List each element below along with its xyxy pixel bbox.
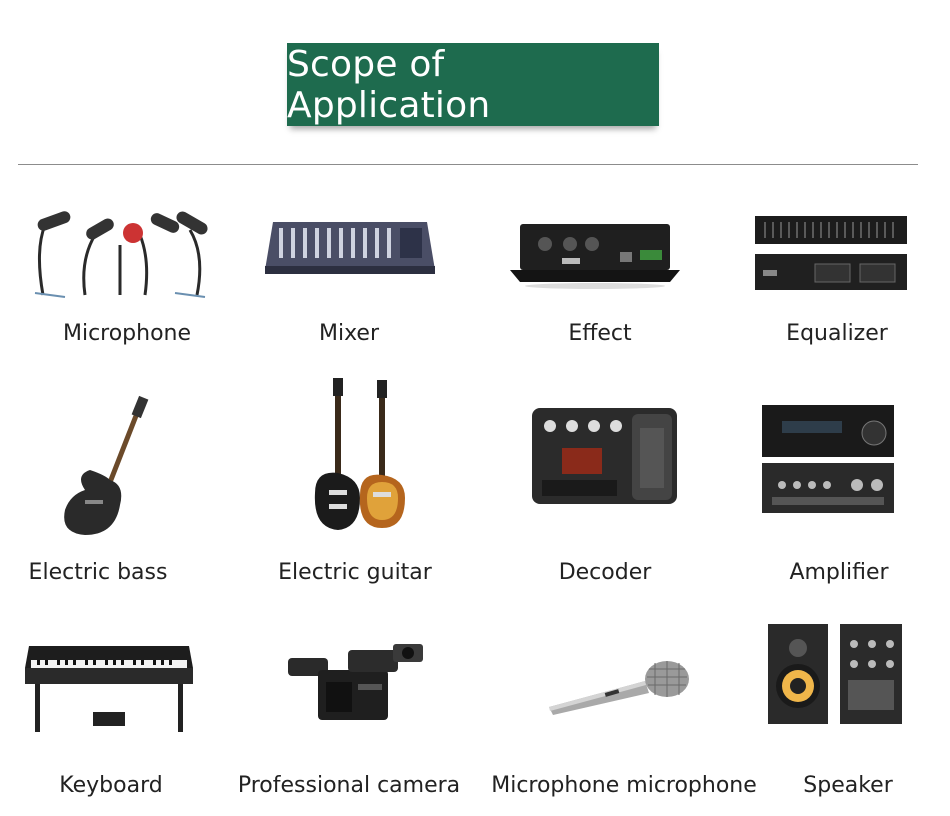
amplifier-icon (762, 405, 894, 517)
electric-guitar-icon (305, 378, 415, 533)
microphones-icon (25, 205, 215, 300)
item-label-keyboard: Keyboard (59, 773, 163, 798)
item-label-effect: Effect (568, 321, 632, 346)
keyboard-piano-icon (25, 636, 193, 736)
item-label-microphone-microphone: Microphone microphone (491, 773, 757, 798)
item-label-electric-guitar: Electric guitar (278, 560, 432, 585)
divider (18, 164, 918, 165)
item-label-amplifier: Amplifier (789, 560, 889, 585)
item-label-electric-bass: Electric bass (28, 560, 168, 585)
decoder-pedal-icon (532, 408, 677, 506)
item-label-mixer: Mixer (318, 321, 380, 346)
title-banner: Scope of Application (287, 43, 659, 126)
video-camera-icon (288, 640, 428, 728)
effect-unit-icon (510, 222, 680, 290)
page-title: Scope of Application (287, 43, 491, 126)
item-label-equalizer: Equalizer (786, 321, 888, 346)
speaker-icon (768, 624, 902, 726)
item-label-decoder: Decoder (558, 560, 652, 585)
mixer-icon (265, 218, 435, 276)
equalizer-icon (755, 214, 907, 292)
handheld-microphone-icon (545, 655, 695, 717)
item-label-professional-camera: Professional camera (237, 773, 461, 798)
item-label-microphone: Microphone (62, 321, 192, 346)
item-label-speaker: Speaker (803, 773, 893, 798)
electric-bass-icon (55, 395, 155, 540)
